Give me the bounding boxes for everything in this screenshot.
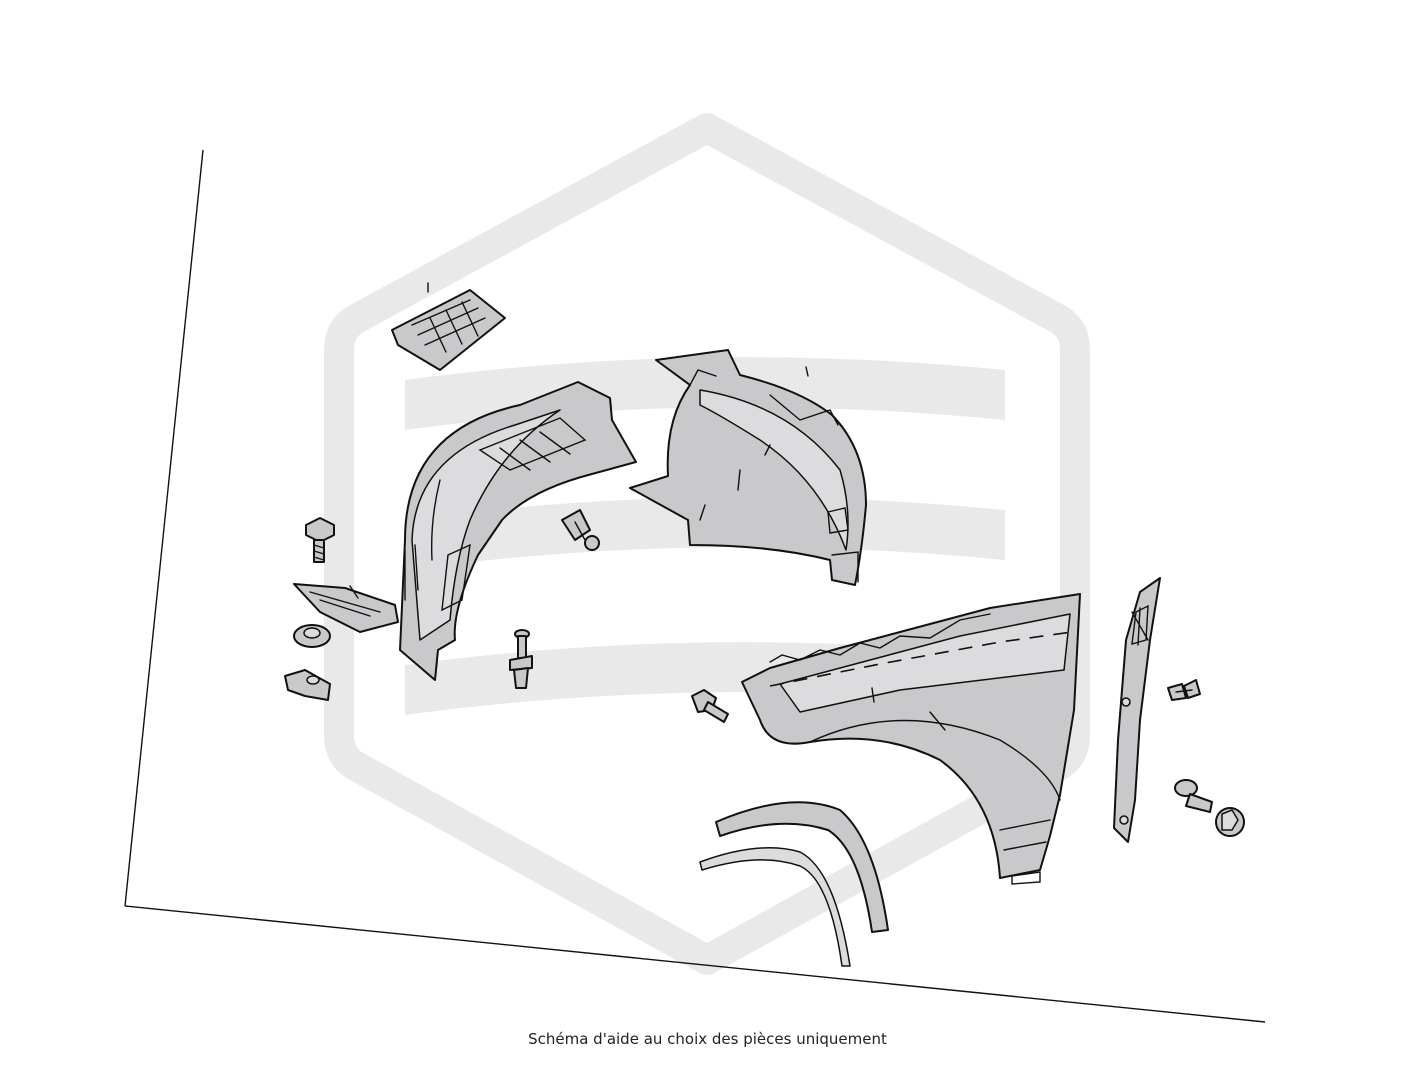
ground-frame xyxy=(124,149,1266,1023)
lower-bracket xyxy=(293,583,399,633)
front-wheel-arch-liner xyxy=(399,381,637,681)
front-fender-panel xyxy=(741,593,1081,885)
bolt-fender xyxy=(691,689,729,723)
spring-clip-left xyxy=(284,669,331,701)
push-pin-center xyxy=(509,629,533,689)
rear-wheel-arch-liner xyxy=(629,349,867,586)
clip-right-upper xyxy=(1167,679,1201,701)
push-clip-center xyxy=(561,509,600,551)
upper-grille-piece xyxy=(391,282,506,371)
flange-nut-right xyxy=(1215,807,1245,837)
diagram-caption: Schéma d'aide au choix des pièces unique… xyxy=(528,1030,887,1048)
fender-mounting-strip xyxy=(1113,577,1161,843)
nut-left xyxy=(293,624,331,648)
screw-left-upper xyxy=(305,517,335,563)
bolt-washer-right xyxy=(1174,779,1213,813)
wheel-arch-trim-lower xyxy=(699,847,851,967)
wheel-arch-trim-upper xyxy=(715,801,889,933)
